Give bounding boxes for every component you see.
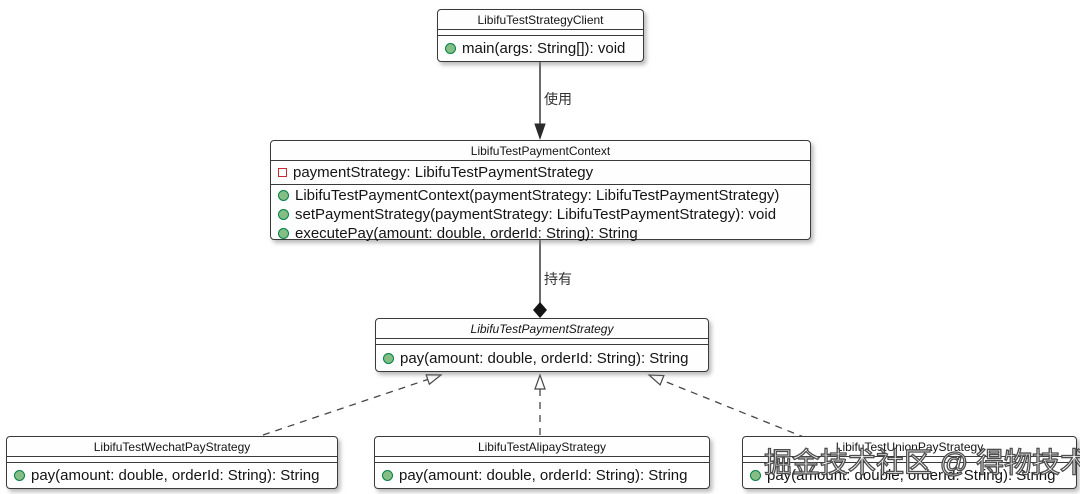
watermark-text: 掘金技术社区 @ 得物技术 [763,446,1080,478]
class-title: LibifuTestPaymentContext [271,141,810,161]
class-title: LibifuTestStrategyClient [438,10,643,30]
method-text: pay(amount: double, orderId: String): St… [31,467,320,484]
method-text: executePay(amount: double, orderId: Stri… [295,225,638,242]
method-row: pay(amount: double, orderId: String): St… [375,466,709,485]
public-method-icon [278,209,289,220]
class-title: LibifuTestUnionPayStrategy [743,437,1076,457]
edge-label-use: 使用 [544,91,572,107]
class-box-client: LibifuTestStrategyClient main(args: Stri… [437,9,644,62]
class-box-unionpay: LibifuTestUnionPayStrategy pay(amount: d… [742,436,1077,489]
public-method-icon [383,352,394,364]
public-method-icon [382,470,393,481]
field-text: paymentStrategy: LibifuTestPaymentStrate… [293,164,594,181]
method-text: setPaymentStrategy(paymentStrategy: Libi… [295,206,777,223]
public-method-icon [445,43,456,54]
method-row: pay(amount: double, orderId: String): St… [743,466,1076,485]
method-row: pay(amount: double, orderId: String): St… [376,349,708,368]
fields-compartment-empty [438,30,643,36]
dependency-arrow-use: 使用 [534,62,572,140]
interface-title: LibifuTestPaymentStrategy [376,319,708,339]
class-box-context: LibifuTestPaymentContext paymentStrategy… [270,140,811,242]
method-text: LibifuTestPaymentContext(paymentStrategy… [295,187,780,204]
method-text: main(args: String[]): void [462,40,626,57]
fields-compartment: paymentStrategy: LibifuTestPaymentStrate… [271,161,810,185]
method-text: pay(amount: double, orderId: String): St… [399,467,688,484]
class-title: LibifuTestAlipayStrategy [375,437,709,457]
class-title: LibifuTestWechatPayStrategy [7,437,337,457]
class-box-alipay: LibifuTestAlipayStrategy pay(amount: dou… [374,436,710,489]
method-row: executePay(amount: double, orderId: Stri… [271,224,810,243]
public-method-icon [750,470,761,481]
method-text: pay(amount: double, orderId: String): St… [400,349,689,367]
edge-label-hold: 持有 [544,271,572,287]
class-box-strategy-interface: LibifuTestPaymentStrategy pay(amount: do… [375,318,709,372]
class-box-wechatpay: LibifuTestWechatPayStrategy pay(amount: … [6,436,338,489]
realization-arrow-wechat [262,374,443,436]
fields-compartment-empty [376,339,708,345]
method-row: main(args: String[]): void [438,39,643,58]
fields-compartment-empty [375,457,709,463]
methods-compartment: pay(amount: double, orderId: String): St… [376,345,708,371]
public-method-icon [278,190,289,201]
aggregation-arrow-hold: 持有 [533,240,572,318]
fields-compartment-empty [7,457,337,463]
private-field-icon [278,168,287,177]
methods-compartment: pay(amount: double, orderId: String): St… [375,463,709,488]
methods-compartment: pay(amount: double, orderId: String): St… [743,463,1076,488]
method-row: pay(amount: double, orderId: String): St… [7,466,337,485]
method-row: LibifuTestPaymentContext(paymentStrategy… [271,186,810,205]
fields-compartment-empty [743,457,1076,463]
methods-compartment: main(args: String[]): void [438,36,643,61]
public-method-icon [14,470,25,481]
method-text: pay(amount: double, orderId: String): St… [767,467,1056,484]
public-method-icon [278,228,289,239]
realization-arrow-unionpay [647,374,807,439]
methods-compartment: LibifuTestPaymentContext(paymentStrategy… [271,185,810,244]
methods-compartment: pay(amount: double, orderId: String): St… [7,463,337,488]
field-row: paymentStrategy: LibifuTestPaymentStrate… [271,163,810,182]
method-row: setPaymentStrategy(paymentStrategy: Libi… [271,205,810,224]
